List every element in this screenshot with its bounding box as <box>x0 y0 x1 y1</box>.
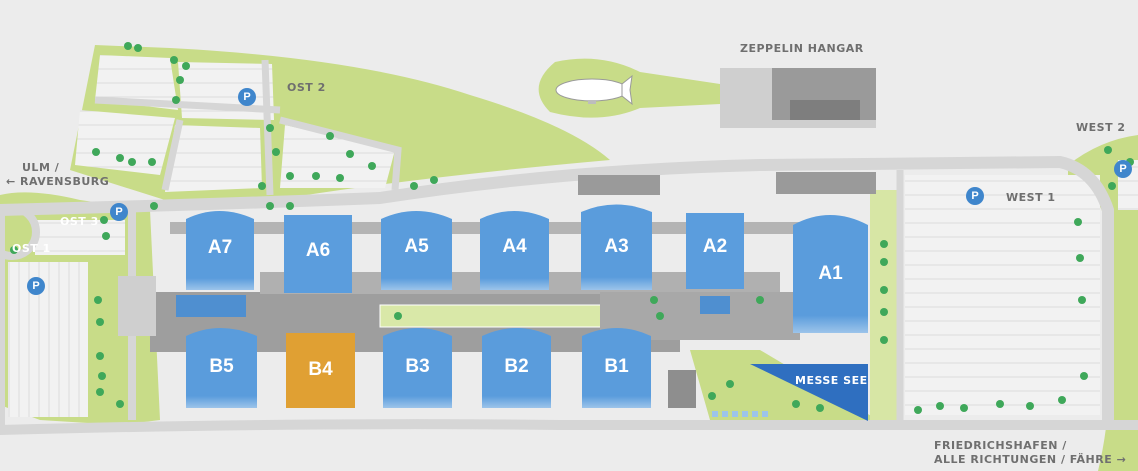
west1-label: WEST 1 <box>1006 191 1056 204</box>
parking-lot-ost3 <box>35 220 125 255</box>
hall-b5-shape <box>186 328 257 408</box>
hall-b4-shape <box>286 333 355 408</box>
main-road-north <box>0 155 1114 420</box>
parking-icon-west2[interactable]: P <box>1114 160 1132 178</box>
hall-a5-shape <box>381 211 452 290</box>
ost2-label: OST 2 <box>287 81 326 94</box>
messe-see-lake <box>750 364 868 421</box>
hall-b4[interactable]: B4 <box>308 359 333 380</box>
hall-a6[interactable]: A6 <box>305 240 331 261</box>
hall-b1[interactable]: B1 <box>604 356 629 377</box>
hall-b2-shape <box>482 328 551 408</box>
parking-lot-west1 <box>905 175 1100 415</box>
ost3-label: OST 3 <box>60 215 99 228</box>
parking-icon-ost1[interactable]: P <box>27 277 45 295</box>
zeppelin-airship-icon <box>555 74 633 106</box>
ost1-label: OST 1 <box>12 242 51 255</box>
parking-icon-west1[interactable]: P <box>966 187 984 205</box>
hall-a3[interactable]: A3 <box>604 236 629 257</box>
tree-icon <box>10 42 1134 414</box>
hall-a1-shape <box>793 215 868 333</box>
green-area-west <box>1068 135 1138 471</box>
hall-a6-shape <box>284 215 352 293</box>
hall-a2[interactable]: A2 <box>702 236 728 257</box>
friedrichshafen-direction-line2: ALLE RICHTUNGEN / FÄHRE → <box>934 453 1127 466</box>
ulm-direction-line2: ← RAVENSBURG <box>6 175 110 188</box>
hall-b2[interactable]: B2 <box>504 356 529 377</box>
green-strip-west <box>870 190 898 420</box>
main-road-south <box>0 210 1138 436</box>
hall-a7-shape <box>186 211 254 290</box>
hall-a1[interactable]: A1 <box>818 263 843 284</box>
zeppelin-hangar-label: ZEPPELIN HANGAR <box>740 42 864 55</box>
hall-b3-shape <box>383 328 452 408</box>
hall-b3[interactable]: B3 <box>405 356 430 377</box>
hall-a2-shape <box>686 213 744 289</box>
friedrichshafen-direction-line1: FRIEDRICHSHAFEN / <box>934 439 1067 452</box>
ulm-direction-line1: ULM / <box>22 161 60 174</box>
service-building <box>668 370 696 408</box>
hall-b1-shape <box>582 328 651 408</box>
parking-icon-ost2[interactable]: P <box>238 88 256 106</box>
hall-a3-shape <box>581 204 652 290</box>
hall-a4[interactable]: A4 <box>502 236 527 257</box>
messe-see-label: MESSE SEE <box>795 374 868 387</box>
west2-label: WEST 2 <box>1076 121 1126 134</box>
hall-a4-shape <box>480 211 549 290</box>
hall-a5[interactable]: A5 <box>404 236 429 257</box>
parking-lot-ost1 <box>8 262 88 417</box>
parking-icon-ost3[interactable]: P <box>110 203 128 221</box>
hall-b5[interactable]: B5 <box>209 356 234 377</box>
parking-lot-ost2-north <box>95 55 178 110</box>
hall-a7[interactable]: A7 <box>207 237 233 258</box>
